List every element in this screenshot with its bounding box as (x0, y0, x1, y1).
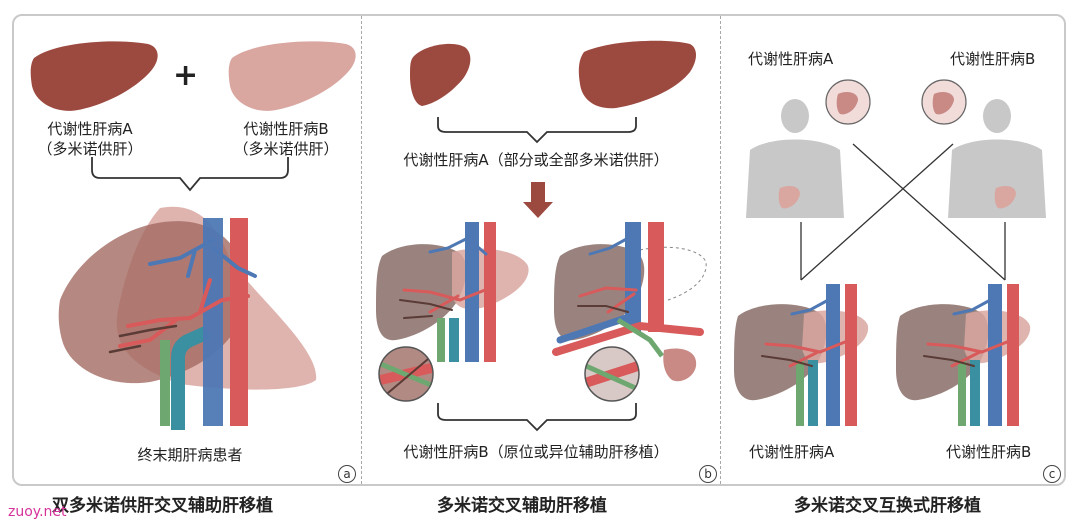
patient-a-liver-zoom (825, 79, 871, 125)
panel-b-aorta-left (484, 222, 496, 362)
patient-a-body-icon (746, 99, 844, 218)
panel-c-ivc-a (826, 284, 840, 426)
panel-c-aorta-b (1007, 284, 1019, 426)
panel-c-aorta-a (845, 284, 857, 426)
panel-c-caption: 多米诺交叉互换式肝移植 (794, 496, 981, 516)
panel-c-badge: c (1043, 465, 1061, 483)
bracket-b-top (437, 117, 637, 144)
panel-b-bile-duct-left (437, 318, 445, 362)
watermark: zuoy.net (8, 504, 67, 520)
bile-duct-a (160, 340, 170, 426)
exchange-lines (800, 143, 1006, 281)
panel-a-caption: 双多米诺供肝交叉辅助肝移植 (52, 496, 273, 516)
donor-b-label: 代谢性肝病B (243, 120, 329, 138)
panel-c-portal-a (808, 360, 818, 426)
panel-b-donor-label: 代谢性肝病A（部分或全部多米诺供肝） (403, 151, 669, 169)
donor-liver-b-icon (228, 41, 356, 111)
patient-a-liver-icon (778, 186, 800, 209)
donor-a-label: 代谢性肝病A (47, 120, 133, 138)
panel-a-badge: a (338, 465, 356, 483)
recipient-label: 终末期肝病患者 (137, 446, 243, 464)
panel-a-art (30, 40, 1046, 432)
panel-c-patient-a-bottom-label: 代谢性肝病A (749, 443, 835, 461)
panel-b-ivc-left (465, 222, 479, 362)
panel-b-ivc-right (625, 222, 641, 332)
figure-frame (12, 14, 1066, 486)
panel-c-bile-a (796, 360, 804, 426)
panel-b-zoom-circle-left (378, 346, 434, 402)
panel-b-bladder (663, 348, 697, 382)
bracket-b-bottom (437, 403, 637, 432)
hepatic-vessels-a (108, 238, 257, 354)
panel-b-badge: b (699, 465, 717, 483)
panel-b-donor-liver-right-icon (578, 40, 696, 109)
donor-liver-a-icon (30, 41, 158, 111)
aorta-a (230, 218, 248, 426)
panel-c-ivc-b (988, 284, 1002, 426)
panel-c-bile-b (958, 360, 966, 426)
ivc-a (203, 218, 223, 426)
portal-vein-a (171, 325, 211, 430)
patient-b-liver-icon (994, 186, 1016, 209)
panel-b-portal-left (449, 318, 459, 362)
donor-a-sublabel: （多米诺供肝） (37, 140, 143, 158)
down-arrow (523, 182, 553, 218)
plus-sign: + (173, 58, 199, 93)
panel-b-iliac-blue (556, 314, 630, 344)
panel-c-patient-b-bottom-label: 代谢性肝病B (946, 443, 1032, 461)
patient-b-liver-zoom (921, 79, 967, 125)
panel-b-bile-right (616, 317, 664, 358)
panel-c-patient-b-top-label: 代谢性肝病B (950, 50, 1036, 68)
donor-b-sublabel: （多米诺供肝） (233, 140, 339, 158)
panel-divider-2 (720, 16, 721, 484)
panel-b-donor-liver-left-icon (410, 43, 471, 106)
panel-b-caption: 多米诺交叉辅助肝移植 (437, 496, 607, 516)
patient-b-body-icon (948, 99, 1046, 218)
panel-c-portal-b (970, 360, 980, 426)
panel-divider-1 (361, 16, 362, 484)
panel-b-zoom-circle-right (584, 346, 640, 402)
panel-b-recipient-label: 代谢性肝病B（原位或异位辅助肝移植） (403, 443, 669, 461)
panel-b-aorta-right (648, 222, 664, 332)
panel-b-iliac-red (552, 321, 704, 356)
panel-c-patient-a-top-label: 代谢性肝病A (748, 50, 834, 68)
bracket-a (91, 157, 289, 192)
